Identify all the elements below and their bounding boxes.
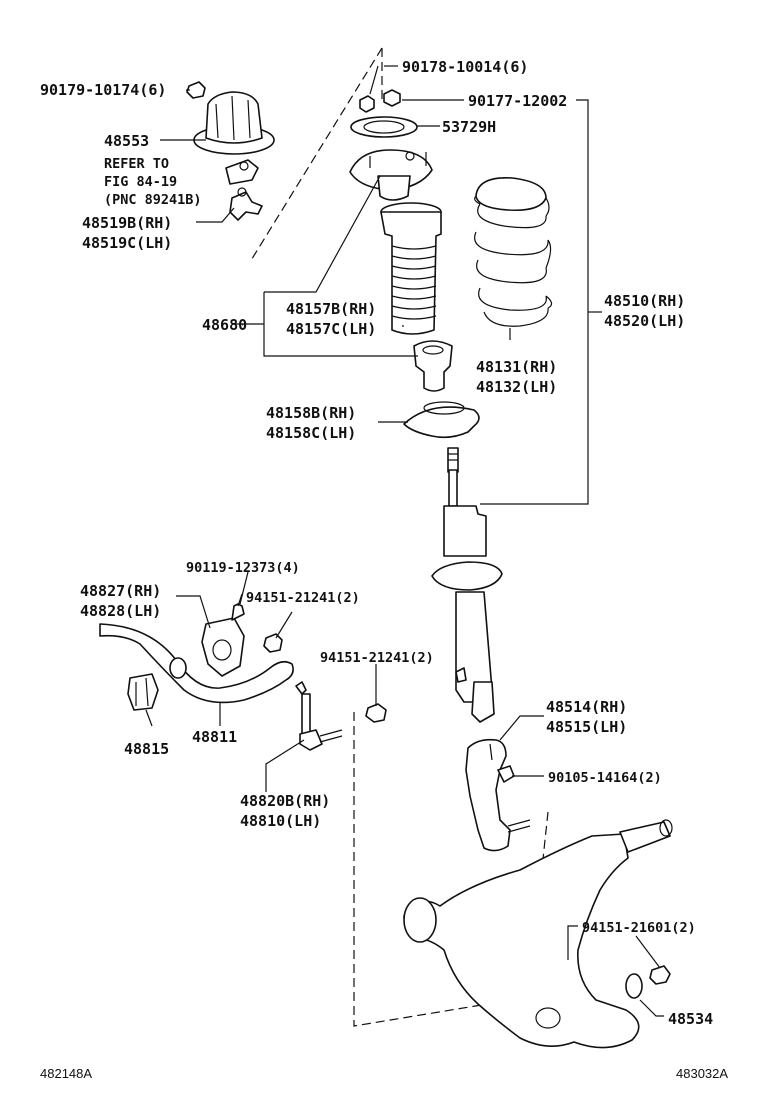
label-48810: 48810(LH) — [240, 812, 321, 830]
nut-94151-a — [263, 633, 283, 653]
label-90178: 90178-10014(6) — [402, 58, 528, 76]
label-90105: 90105-14164(2) — [548, 770, 662, 786]
label-48158b: 48158B(RH) — [266, 404, 356, 422]
bolt-90105 — [497, 765, 515, 783]
label-48828: 48828(LH) — [80, 602, 161, 620]
label-48158c: 48158C(LH) — [266, 424, 356, 442]
knuckle-arm-48514 — [465, 738, 531, 852]
nuts-90178 — [359, 89, 401, 113]
label-48157b: 48157B(RH) — [286, 300, 376, 318]
label-48515: 48515(LH) — [546, 718, 627, 736]
cam-48534 — [625, 973, 643, 999]
spring-seat-48158 — [403, 401, 480, 439]
footer-left-code: 482148A — [40, 1066, 92, 1081]
label-48131: 48131(RH) — [476, 358, 557, 376]
label-48510: 48510(RH) — [604, 292, 685, 310]
bump-boot-48157 — [380, 202, 442, 335]
coil-spring-48131 — [474, 177, 553, 327]
label-refer-to: REFER TO — [104, 156, 169, 172]
label-90119: 90119-12373(4) — [186, 560, 300, 576]
footer-right-code: 483032A — [676, 1066, 728, 1081]
label-refer-pnc: (PNC 89241B) — [104, 192, 202, 208]
nut-90179 — [186, 81, 206, 99]
stabilizer-bar-48811 — [99, 623, 294, 704]
lower-arm — [403, 819, 673, 1049]
bushing-48815 — [127, 673, 159, 711]
bracket-refer-fig — [225, 159, 259, 185]
label-94151-b: 94151-21241(2) — [320, 650, 434, 666]
label-94151-a: 94151-21241(2) — [246, 590, 360, 606]
label-48534: 48534 — [668, 1010, 713, 1028]
label-48553: 48553 — [104, 132, 149, 150]
plate-53729h — [350, 116, 418, 138]
bump-stopper — [413, 340, 453, 392]
stabilizer-link-48820b — [295, 681, 343, 751]
nut-94151-b — [365, 703, 387, 723]
label-48520: 48520(LH) — [604, 312, 685, 330]
footer-codes: 482148A 483032A — [40, 1066, 728, 1081]
label-90179: 90179-10174(6) — [40, 81, 166, 99]
bolt-90119 — [231, 593, 245, 621]
label-48820b: 48820B(RH) — [240, 792, 330, 810]
upper-support-48553 — [193, 91, 275, 155]
label-48811: 48811 — [192, 728, 237, 746]
leader-lines — [145, 65, 664, 1017]
label-53729h: 53729H — [442, 118, 496, 136]
label-48827: 48827(RH) — [80, 582, 161, 600]
shock-absorber-48510 — [431, 447, 503, 723]
bracket-48519 — [229, 187, 263, 221]
label-48519b: 48519B(RH) — [82, 214, 172, 232]
label-refer-fig: FIG 84-19 — [104, 174, 177, 190]
label-48519c: 48519C(LH) — [82, 234, 172, 252]
part-labels: 90179-10174(6) 48553 REFER TO FIG 84-19 … — [40, 58, 713, 1028]
label-48514: 48514(RH) — [546, 698, 627, 716]
label-48157c: 48157C(LH) — [286, 320, 376, 338]
label-94151-c: 94151-21601(2) — [582, 920, 696, 936]
label-48132: 48132(LH) — [476, 378, 557, 396]
bracket-48827 — [201, 617, 245, 677]
strut-mount-48680 — [349, 149, 433, 201]
nut-94151-c — [649, 965, 671, 985]
label-48680: 48680 — [202, 316, 247, 334]
label-90177: 90177-12002 — [468, 92, 567, 110]
label-48815: 48815 — [124, 740, 169, 758]
